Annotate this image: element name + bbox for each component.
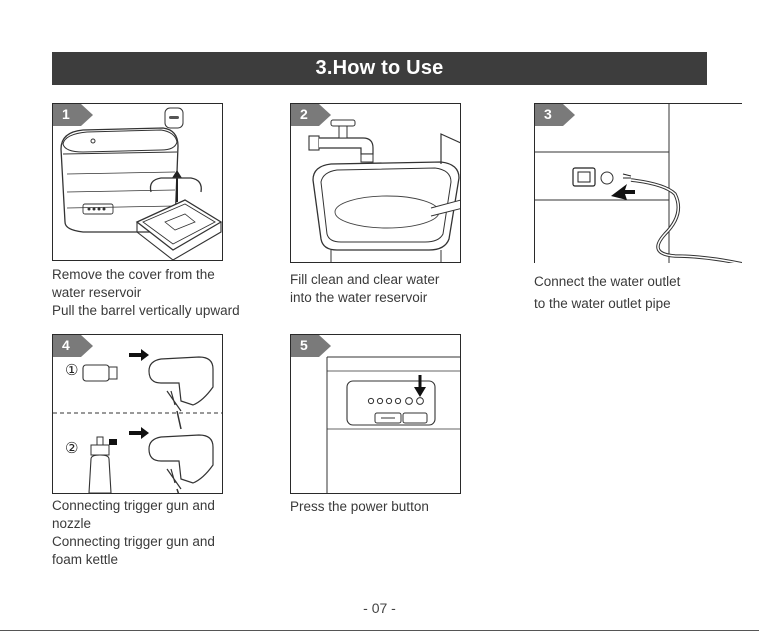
step-5-illustration: 5 <box>290 334 461 494</box>
caption-line: Connecting trigger gun and <box>52 498 215 513</box>
step-2-badge: 2 <box>291 104 331 126</box>
step-4-illustration: 4 ① ② <box>52 334 223 494</box>
water-outlet-pipe-drawing <box>535 104 742 263</box>
step-5-badge: 5 <box>291 335 331 357</box>
caption-line: Press the power button <box>290 499 429 514</box>
step-1-caption: Remove the cover from the water reservoi… <box>52 266 240 320</box>
bottom-divider <box>0 630 759 631</box>
step-4-badge: 4 <box>53 335 93 357</box>
step-2-caption: Fill clean and clear water into the wate… <box>290 271 439 307</box>
step-4-caption: Connecting trigger gun and nozzle Connec… <box>52 497 215 569</box>
step-1-illustration: 1 <box>52 103 223 261</box>
faucet-filling-drawing <box>308 119 460 262</box>
power-button-panel-drawing <box>326 356 460 493</box>
caption-line: water reservoir <box>52 285 142 300</box>
step-2-illustration: 2 <box>290 103 461 263</box>
step-3-caption: Connect the water outlet to the water ou… <box>534 271 680 315</box>
section-header: 3.How to Use <box>52 52 707 85</box>
sub-step-1-label: ① <box>65 362 79 379</box>
caption-line: Fill clean and clear water <box>290 272 440 287</box>
washer-barrel-drawing <box>60 107 222 260</box>
caption-line: Pull the barrel vertically upward <box>52 303 240 318</box>
step-1-badge: 1 <box>53 104 93 126</box>
caption-line: foam kettle <box>52 552 119 567</box>
sub-step-2-label: ② <box>65 440 79 457</box>
caption-line: Remove the cover from the <box>52 267 215 282</box>
caption-line: Connect the water outlet <box>534 274 681 289</box>
section-title: 3.How to Use <box>315 57 444 79</box>
step-5-caption: Press the power button <box>290 498 429 516</box>
caption-line: to the water outlet pipe <box>534 296 671 311</box>
caption-line: Connecting trigger gun and <box>52 534 215 549</box>
step-3-illustration: 3 <box>534 103 742 263</box>
caption-line: into the water reservoir <box>290 290 428 305</box>
caption-line: nozzle <box>52 516 92 531</box>
page-number: - 07 - <box>363 600 396 616</box>
step-3-badge: 3 <box>535 104 575 126</box>
trigger-gun-drawing <box>53 349 222 493</box>
